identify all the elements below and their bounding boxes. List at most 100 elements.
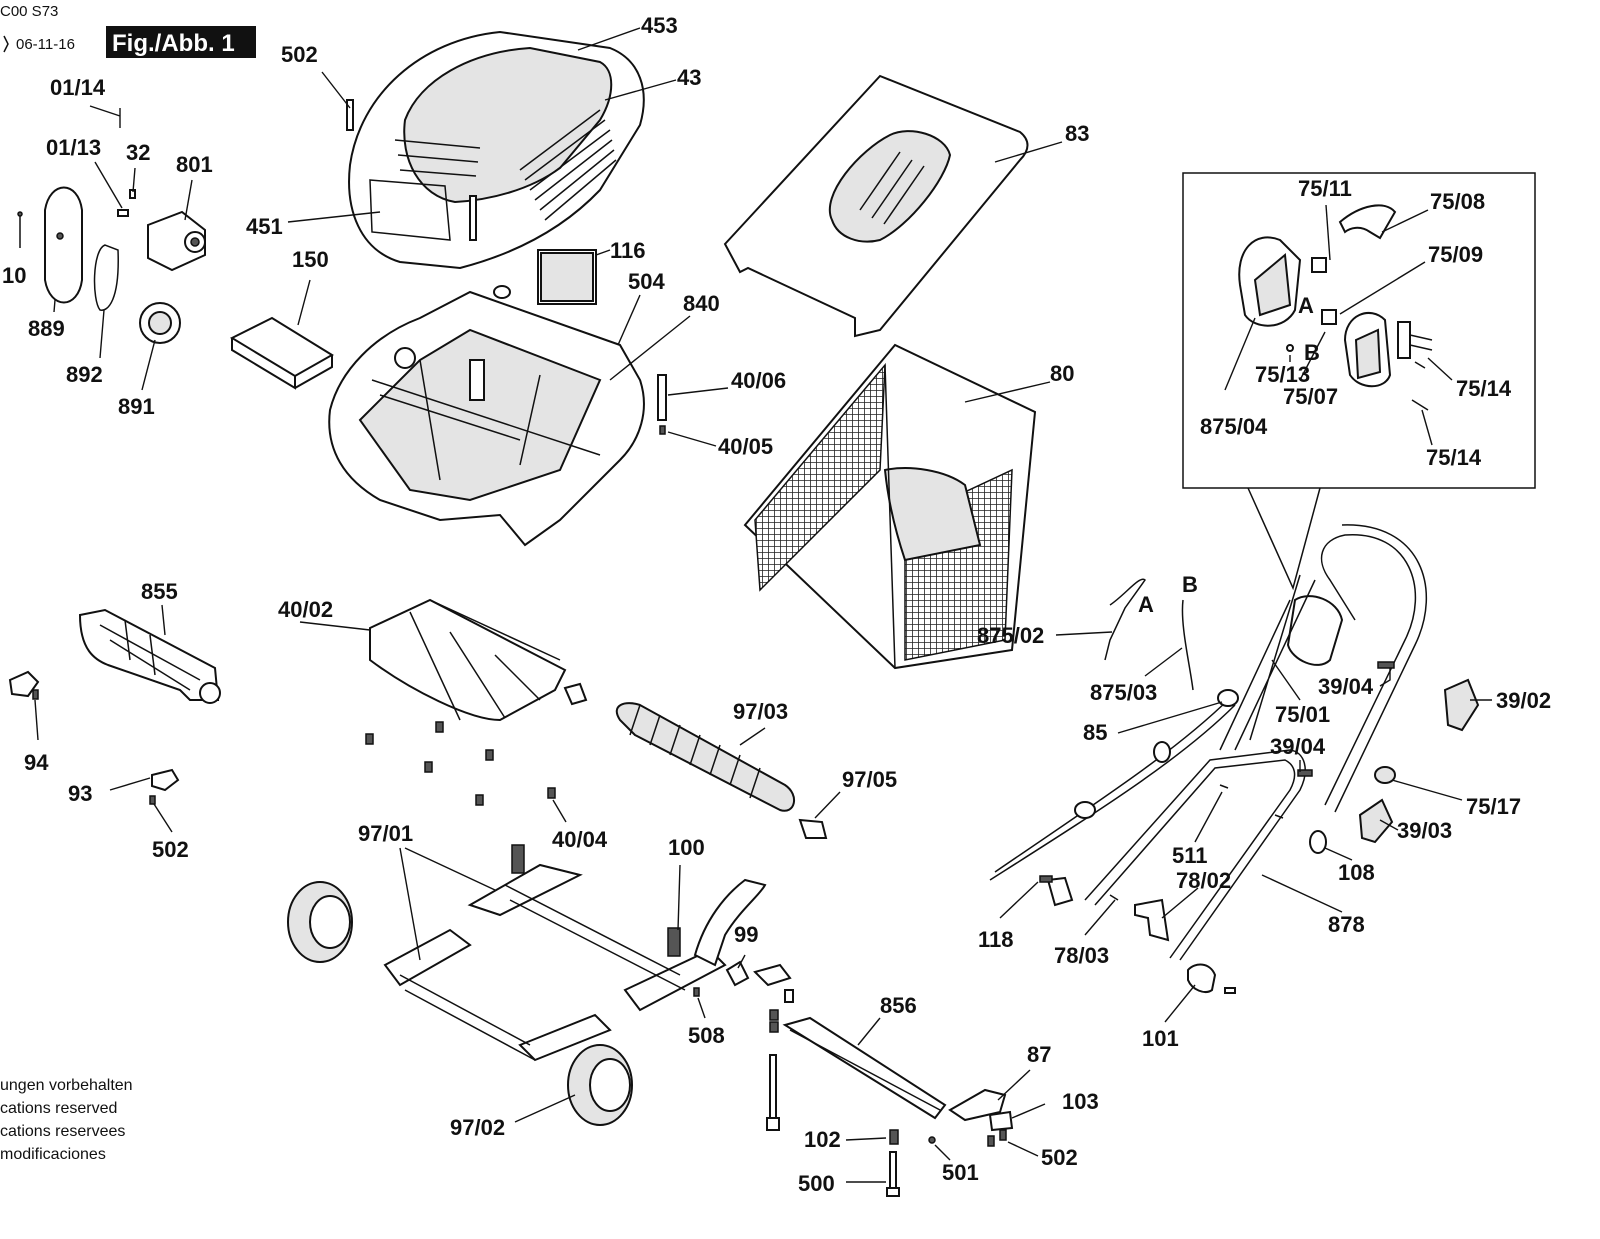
part-label: 501 [942, 1160, 979, 1185]
disclaimer-text: ungen vorbehalten cations reserved catio… [0, 1077, 133, 1163]
part-label: 101 [1142, 1026, 1179, 1051]
part-label: 150 [292, 247, 329, 272]
screw-508 [693, 987, 700, 997]
filter-116 [537, 249, 597, 305]
part-label: 892 [66, 362, 103, 387]
grassbox-cover [723, 74, 1029, 338]
part-label: 75/13 [1255, 362, 1310, 387]
part-label: 875/02 [977, 623, 1044, 648]
part-label: 39/04 [1270, 734, 1326, 759]
part-label: 39/02 [1496, 688, 1551, 713]
part-label: 840 [683, 291, 720, 316]
part-label: 01/13 [46, 135, 101, 160]
screw-93 [149, 795, 156, 805]
part-label: 75/07 [1283, 384, 1338, 409]
part-label: 40/02 [278, 597, 333, 622]
part-label: 94 [24, 750, 49, 775]
cable-letter-b: B [1182, 572, 1198, 597]
part-label: 453 [641, 13, 678, 38]
part-label: 108 [1338, 860, 1375, 885]
part-label: 97/02 [450, 1115, 505, 1140]
axle-pin [563, 682, 588, 706]
part-label: 891 [118, 394, 155, 419]
part-label: 75/14 [1456, 376, 1512, 401]
main-housing [328, 290, 645, 547]
part-number-labels: 453 43 502 01/14 01/13 32 801 451 10 889… [2, 13, 1551, 1196]
part-label: 875/04 [1200, 414, 1268, 439]
part-label: 39/04 [1318, 674, 1374, 699]
part-label: 855 [141, 579, 178, 604]
part-label: 97/03 [733, 699, 788, 724]
roller-97-03 [615, 702, 795, 812]
bracket-94 [8, 670, 40, 698]
part-label: 75/14 [1426, 445, 1482, 470]
screw-94 [32, 689, 39, 700]
part-label: 451 [246, 214, 283, 239]
part-label: 97/05 [842, 767, 897, 792]
part-label: 889 [28, 316, 65, 341]
part-label: 116 [610, 238, 646, 263]
part-label: 508 [688, 1023, 725, 1048]
disclaimer-line-es: modificaciones [0, 1146, 106, 1163]
corner-mark [3, 35, 9, 53]
motor-hood [348, 30, 645, 270]
part-label: 875/03 [1090, 680, 1157, 705]
foam-filter-150 [229, 316, 334, 390]
part-label: 502 [152, 837, 189, 862]
part-label: 504 [628, 269, 665, 294]
spring-40-06 [657, 374, 667, 421]
spacer-99 [725, 960, 750, 987]
part-label: 85 [1083, 720, 1107, 745]
part-label: 99 [734, 922, 758, 947]
part-label: 502 [1041, 1145, 1078, 1170]
part-label: 01/14 [50, 75, 106, 100]
grassbox [743, 343, 1037, 670]
part-label: 500 [798, 1171, 835, 1196]
screw-40-05 [659, 425, 666, 435]
part-label: 40/05 [718, 434, 773, 459]
part-label: 103 [1062, 1089, 1099, 1114]
part-label: 83 [1065, 121, 1089, 146]
part-label: 87 [1027, 1042, 1051, 1067]
part-label: 75/08 [1430, 189, 1485, 214]
model-code: C00 S73 [0, 3, 58, 20]
part-label: 80 [1050, 361, 1074, 386]
figure-badge [106, 26, 256, 58]
part-label: 32 [126, 140, 150, 165]
cable-letter-a: A [1138, 592, 1154, 617]
chassis-frame [287, 844, 767, 1126]
part-label: 511 [1172, 843, 1208, 868]
disclaimer-line-fr: cations reservees [0, 1123, 125, 1140]
part-label: 10 [2, 263, 26, 288]
handle-assembly: A B [989, 524, 1480, 994]
part-label: 43 [677, 65, 701, 90]
part-label: 100 [668, 835, 705, 860]
switch-detail-inset: A B [1182, 172, 1536, 591]
leader-lines [34, 27, 1492, 1183]
part-label: 78/03 [1054, 943, 1109, 968]
part-label: 97/01 [358, 821, 413, 846]
part-label: 40/04 [552, 827, 608, 852]
part-label: 118 [978, 927, 1014, 952]
part-label: 75/01 [1275, 702, 1330, 727]
motor-assembly [17, 186, 206, 344]
part-label: 93 [68, 781, 92, 806]
figure-label: Fig./Abb. 1 [112, 30, 235, 57]
part-label: 39/03 [1397, 818, 1452, 843]
disclaimer-line-en: cations reserved [0, 1100, 117, 1117]
rake-assembly-855 [78, 608, 221, 704]
part-label: 75/17 [1466, 794, 1521, 819]
clip-93 [151, 768, 180, 792]
bolt-97-05 [798, 818, 828, 839]
deflector-screws [365, 721, 556, 806]
screw-502 [346, 99, 354, 131]
bar-856 [782, 1016, 947, 1120]
part-label: 502 [281, 42, 318, 67]
deflector-40-02 [369, 598, 567, 722]
revision-date: 06-11-16 [16, 36, 75, 53]
part-label: 78/02 [1176, 868, 1231, 893]
part-label: 878 [1328, 912, 1365, 937]
part-label: 75/09 [1428, 242, 1483, 267]
washer-504-a [493, 285, 511, 299]
